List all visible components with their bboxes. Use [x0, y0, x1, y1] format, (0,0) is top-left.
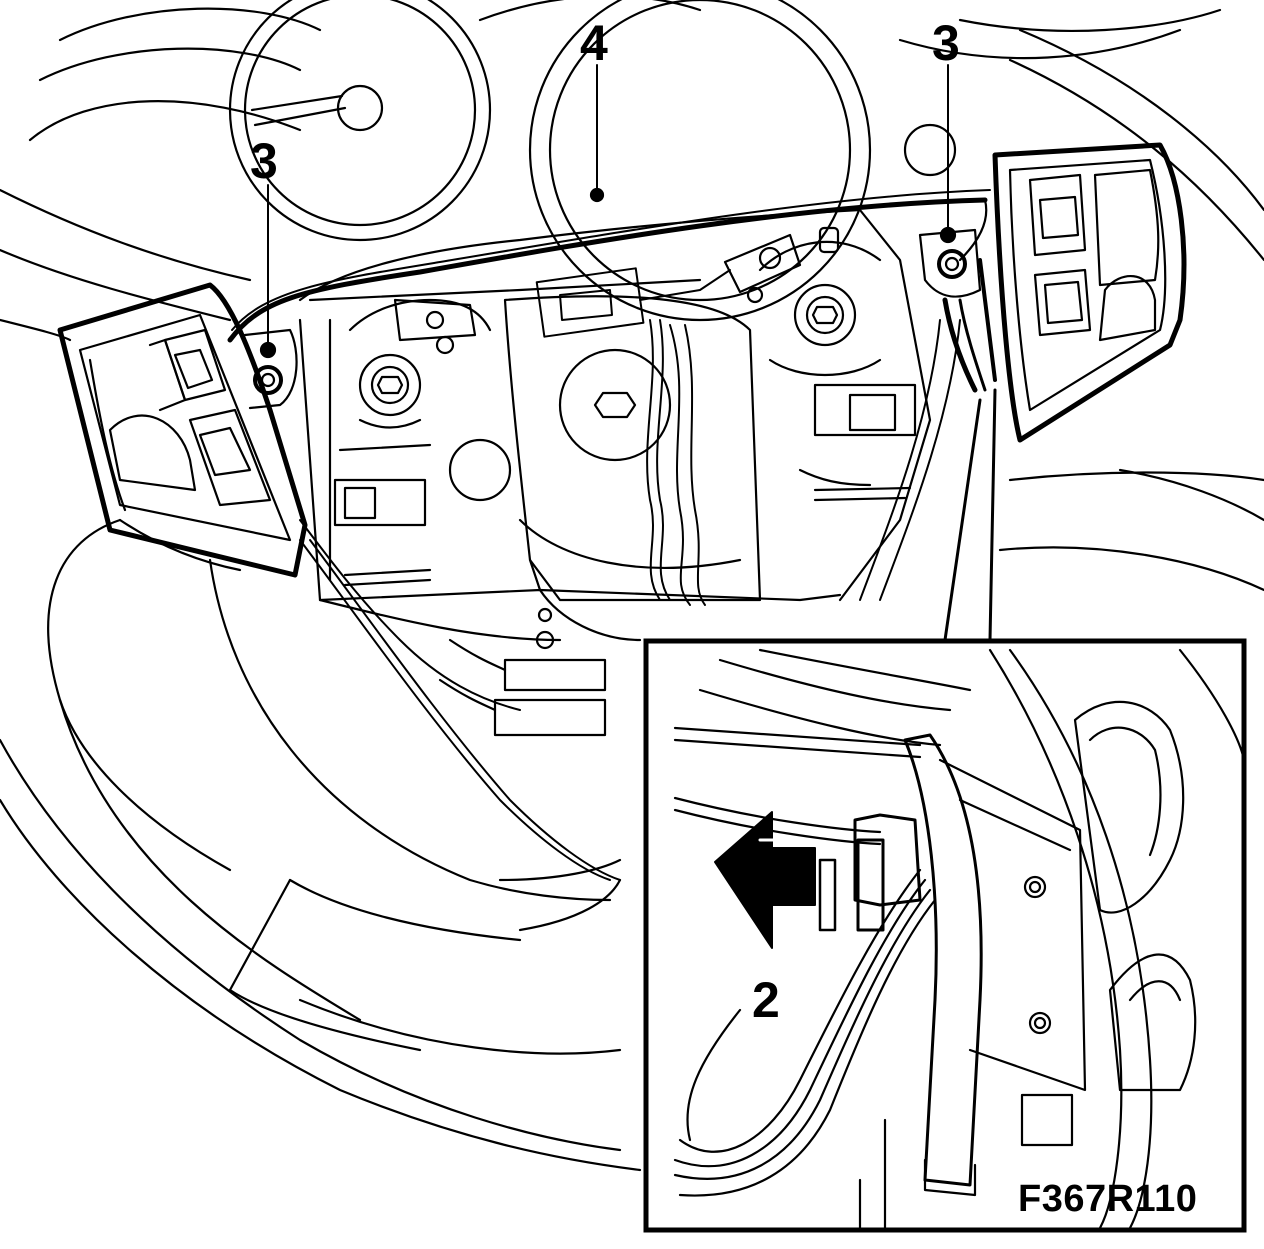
leader-lines [268, 65, 948, 350]
screw-3-right [920, 228, 995, 390]
instrument-cluster-background [0, 0, 1264, 590]
wiring-harness [537, 268, 960, 605]
callout-cable-4: 4 [580, 15, 608, 71]
right-switch-panel [995, 145, 1184, 440]
leader-dot-cable-4 [591, 189, 603, 201]
spoke-wires-left [300, 520, 620, 880]
cable-4 [230, 190, 990, 340]
callout-screw-right: 3 [932, 15, 960, 71]
detail-lead-lines [945, 390, 995, 640]
pull-arrow [715, 812, 815, 948]
left-switch-panel [60, 285, 305, 575]
callout-screw-left: 3 [250, 133, 278, 189]
figure-code: F367R110 [1018, 1178, 1198, 1220]
steering-wheel-rim [0, 520, 640, 1170]
screw-3-left [245, 330, 297, 408]
callout-connector-release: 2 [752, 972, 780, 1028]
detail-inset [646, 641, 1244, 1230]
steering-hub-housing [300, 210, 930, 735]
